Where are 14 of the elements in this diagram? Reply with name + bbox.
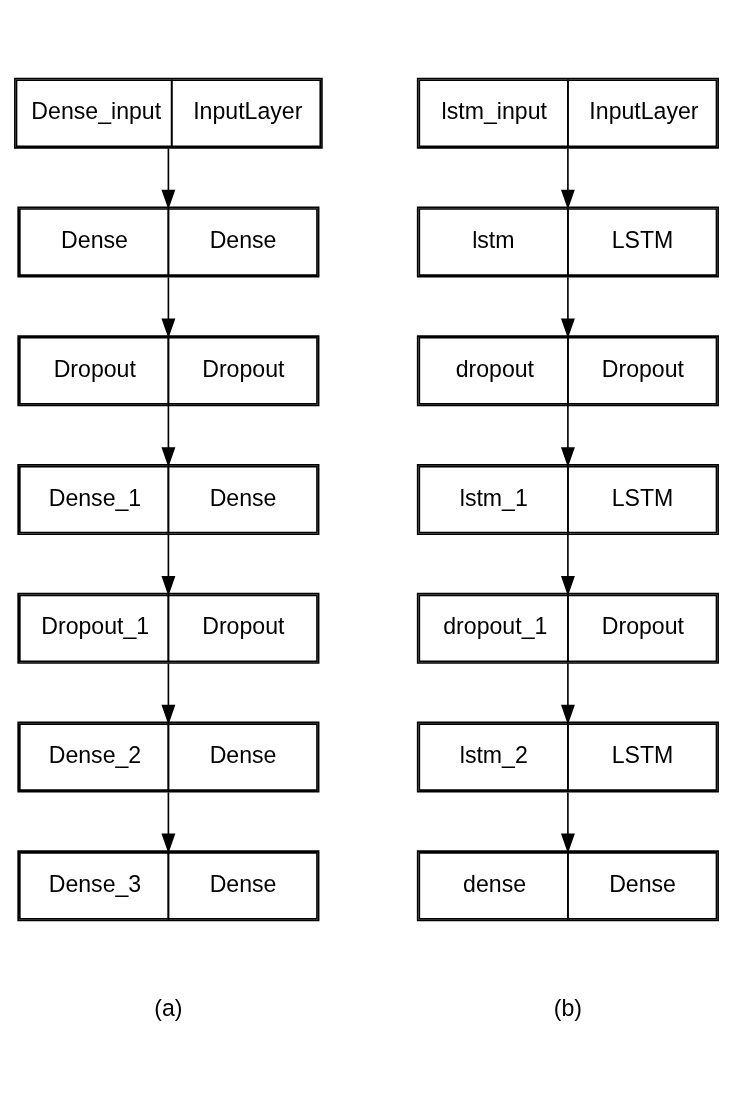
arrow [161,534,176,596]
label: (a) [154,994,183,1021]
arrow [560,662,575,725]
arrow [560,791,575,854]
arrow [161,276,176,339]
arrow [161,405,176,468]
arrow [560,147,575,210]
arrow [161,791,176,854]
arrow [161,147,176,210]
arrow [161,662,176,725]
label: (b) [553,994,583,1021]
arrow [560,276,575,339]
arrow [560,534,575,596]
arrow [560,405,575,468]
